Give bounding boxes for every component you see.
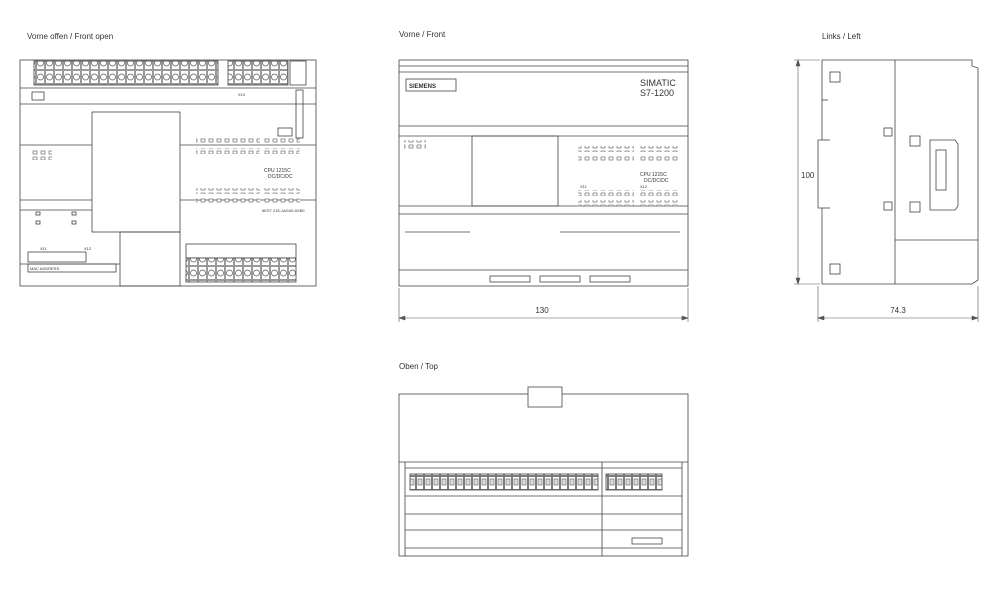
width-dimension-value: 130 xyxy=(535,306,549,315)
top-terminal-block-right xyxy=(227,60,289,86)
front-bottom-slot-3 xyxy=(589,275,631,283)
front-bottom-slot-1 xyxy=(489,275,531,283)
front-open-led-row-3 xyxy=(196,148,260,154)
front-open-order-number: 6ES7 215-1AG40-0XB0 xyxy=(262,208,305,213)
view-title-top: Oben / Top xyxy=(399,362,438,371)
front-center-cover xyxy=(471,135,559,207)
left-view xyxy=(817,59,979,285)
top-right-latch xyxy=(289,60,307,86)
top-view xyxy=(398,386,689,557)
front-led-row-1 xyxy=(578,146,634,152)
width-dimension xyxy=(398,288,689,322)
front-led-row-3 xyxy=(578,156,634,162)
top-bottom-clip xyxy=(631,537,663,545)
front-open-x10-label: X10 xyxy=(238,92,246,97)
left-square-3 xyxy=(883,127,893,137)
front-bottom-slot-2 xyxy=(539,275,581,283)
bottom-terminal-label xyxy=(185,243,297,259)
front-open-led-row-2 xyxy=(262,138,300,144)
left-square-6 xyxy=(909,201,921,213)
front-open-led-row-7 xyxy=(196,198,260,204)
left-door-latch xyxy=(929,139,959,211)
front-open-led-row-4 xyxy=(262,148,300,154)
front-status-leds xyxy=(404,140,426,150)
front-open-cpu-type: DC/DC/DC xyxy=(268,174,293,180)
front-cpu-model: CPU 1215C xyxy=(640,172,667,178)
front-open-led-row-8 xyxy=(262,198,300,204)
left-square-1 xyxy=(829,71,841,83)
siemens-logo: SIEMENS xyxy=(409,84,436,90)
front-outline xyxy=(398,59,689,287)
siemens-logo-box xyxy=(405,78,457,92)
memory-card-slot xyxy=(295,89,304,139)
front-led-row-6 xyxy=(638,190,678,196)
view-title-left: Links / Left xyxy=(822,32,861,41)
top-terminal-block-left xyxy=(33,60,219,86)
bottom-terminal-block xyxy=(185,257,297,283)
left-outline xyxy=(817,59,979,285)
front-open-bottom-connector xyxy=(119,231,181,287)
front-open-mac-label: MAC ADDRESS xyxy=(30,266,59,271)
depth-dimension xyxy=(817,286,979,322)
depth-dimension-value: 74.3 xyxy=(890,306,906,315)
top-tab xyxy=(527,386,563,408)
front-x12-label: X12 xyxy=(640,184,648,189)
top-terminal-block-right xyxy=(605,473,663,491)
front-open-led-row-6 xyxy=(262,188,300,194)
front-led-row-7 xyxy=(578,200,634,206)
mc-box xyxy=(277,127,293,137)
front-x11-label: X11 xyxy=(580,184,588,189)
front-open-label-strip xyxy=(27,251,87,263)
front-cpu-type: DC/DC/DC xyxy=(644,178,669,184)
left-square-4 xyxy=(883,201,893,211)
front-open-x12-label: X12 xyxy=(84,246,92,251)
front-led-row-4 xyxy=(638,156,678,162)
front-open-view xyxy=(19,59,317,287)
front-open-cpu-model: CPU 1215C xyxy=(264,168,291,174)
front-led-row-8 xyxy=(638,200,678,206)
s7-1200-label: S7-1200 xyxy=(640,88,674,98)
top-terminal-block-left xyxy=(409,473,599,491)
left-square-2 xyxy=(829,263,841,275)
front-led-row-2 xyxy=(638,146,678,152)
front-view xyxy=(398,59,689,287)
front-open-led-row-5 xyxy=(196,188,260,194)
status-leds xyxy=(30,150,52,160)
mac-address-strip xyxy=(27,263,117,273)
height-dimension xyxy=(794,59,820,285)
view-title-front-open: Vorne offen / Front open xyxy=(27,32,114,41)
front-open-window xyxy=(91,111,181,233)
front-led-row-5 xyxy=(578,190,634,196)
front-open-x11-label: X11 xyxy=(40,246,48,251)
view-title-front: Vorne / Front xyxy=(399,30,446,39)
height-dimension-value: 100 xyxy=(801,171,815,180)
left-square-5 xyxy=(909,135,921,147)
power-symbol-box xyxy=(31,91,45,101)
front-open-led-row-1 xyxy=(196,138,260,144)
simatic-label: SIMATIC xyxy=(640,78,676,88)
